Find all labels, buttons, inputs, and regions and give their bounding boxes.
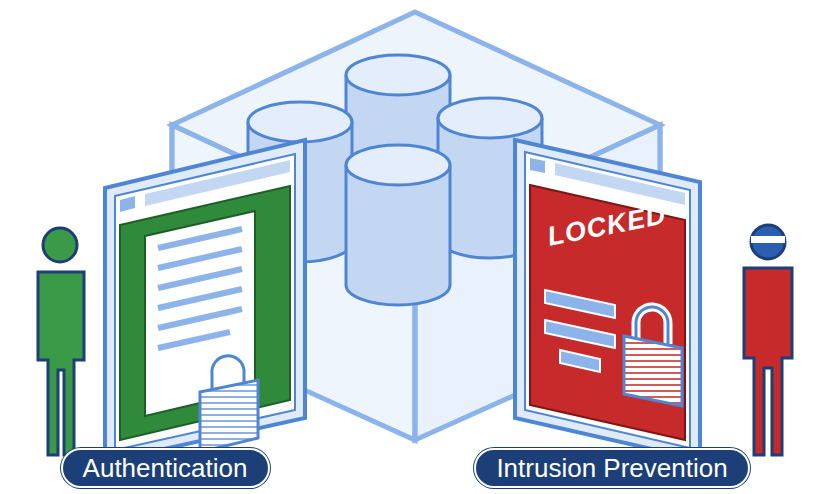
- login-screen: [105, 140, 305, 462]
- padlock-icon: [624, 307, 682, 406]
- locked-screen: [515, 140, 700, 460]
- intruder-figure: [744, 225, 792, 455]
- label-pill: Authentication: [61, 448, 270, 488]
- user-figure: [38, 228, 84, 455]
- padlock-icon: [200, 356, 258, 452]
- pill-label: Authentication: [83, 455, 248, 481]
- label-pill: Intrusion Prevention: [474, 448, 750, 488]
- pill-label: Intrusion Prevention: [496, 455, 727, 481]
